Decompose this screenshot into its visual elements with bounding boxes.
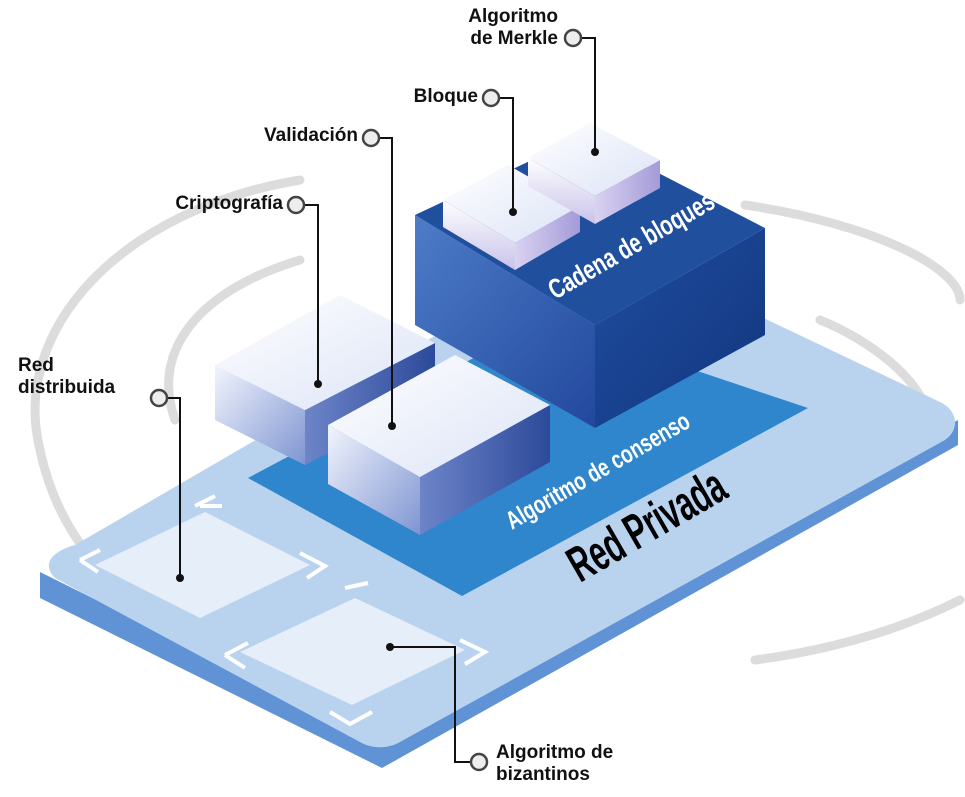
bracket-4 <box>223 641 249 670</box>
bracket-6 <box>459 638 490 666</box>
label-merkle-line1: Algoritmo <box>468 6 558 27</box>
leader-lines <box>168 37 596 763</box>
label-validacion: Validación <box>264 125 358 146</box>
merkle-cube-side <box>595 160 660 224</box>
leader-criptografia <box>305 204 319 384</box>
valid-side <box>420 405 550 535</box>
validacion-block <box>328 355 550 535</box>
marker-criptografia <box>286 195 306 215</box>
label-red-distribuida-line1: Red <box>18 355 54 376</box>
base-side <box>40 420 958 768</box>
network-pads <box>78 494 490 727</box>
valid-top <box>328 355 550 477</box>
label-bloque: Bloque <box>413 86 478 107</box>
orbit-ring-inner-left <box>164 255 305 425</box>
dot-distribuida <box>176 574 184 582</box>
bracket-3 <box>299 551 329 580</box>
marker-validacion <box>361 128 381 148</box>
marker-merkle <box>563 28 583 48</box>
bloque-cube-top <box>443 165 580 243</box>
marker-bizantinos <box>469 752 489 772</box>
bracket-7 <box>328 710 373 727</box>
marker-bloque <box>481 88 501 108</box>
dot-merkle <box>591 148 599 156</box>
cadena-side <box>595 228 765 428</box>
leader-merkle <box>582 37 596 152</box>
marker-distribuida <box>149 388 169 408</box>
merkle-cube <box>528 123 660 224</box>
orbit-ring-outer-right <box>740 200 965 305</box>
leader-bizantinos <box>390 646 470 763</box>
label-markers <box>149 28 583 772</box>
dot-validacion <box>388 422 396 430</box>
label-bizantinos: Algoritmo de bizantinos <box>496 742 613 786</box>
pad-bizantinos <box>240 598 465 705</box>
label-bizantinos-line2: bizantinos <box>496 764 590 785</box>
cripto-front <box>215 365 305 465</box>
merkle-cube-top <box>528 123 660 196</box>
merkle-cube-front <box>528 158 595 224</box>
label-merkle-line2: de Merkle <box>470 28 558 49</box>
orbit-ring-bottom-right <box>750 595 965 665</box>
dot-bloque <box>509 208 517 216</box>
leader-validacion <box>380 137 393 426</box>
bracket-1 <box>78 548 101 574</box>
cripto-top <box>215 295 435 410</box>
leader-bloque <box>500 97 514 212</box>
bloque-cube-side <box>515 206 580 270</box>
bloque-cube <box>443 165 580 270</box>
label-red-distribuida-line2: distribuida <box>18 377 116 398</box>
dot-criptografia <box>314 380 322 388</box>
leader-distribuida <box>168 397 181 578</box>
bracket-2 <box>194 494 222 508</box>
label-merkle: Algoritmo de Merkle <box>440 6 558 50</box>
bracket-5 <box>344 581 369 590</box>
dot-bizantinos <box>386 643 394 651</box>
label-criptografia: Criptografía <box>175 193 283 214</box>
label-red-distribuida: Red distribuida <box>18 355 115 399</box>
pad-distribuida <box>95 512 310 618</box>
label-bizantinos-line1: Algoritmo de <box>496 742 614 763</box>
bloque-cube-front <box>443 200 515 270</box>
valid-front <box>328 425 420 535</box>
anchor-dots <box>176 148 599 651</box>
cadena-front <box>415 215 595 428</box>
